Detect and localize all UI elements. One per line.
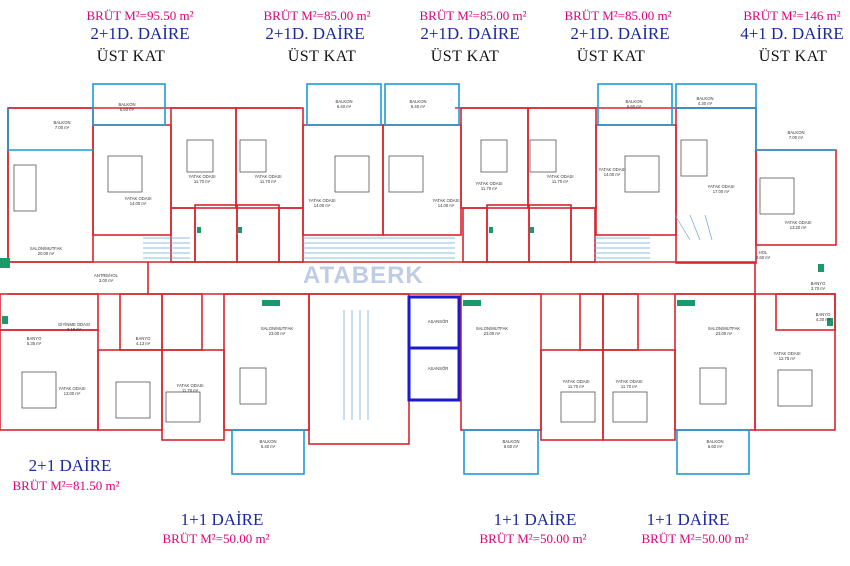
unit-1-area: BRÜT M²=95.50 m² (86, 8, 194, 23)
unit-4-area: BRÜT M²=85.00 m² (564, 8, 672, 23)
room-label-banyo: BANYO 3.70 m² (810, 281, 826, 292)
bottom-unit-2-area: BRÜT M²=50.00 m² (479, 531, 587, 546)
unit-2-floor: ÜST KAT (287, 48, 357, 65)
furniture (13, 139, 813, 423)
room-label-giyinme: GİYİNME ODASI 3.10 m² (58, 322, 90, 333)
room-label-balkon: BALKON 6.40 m² (259, 439, 277, 450)
room-label-yatak: YATAK ODASI 13.00 m² (58, 386, 86, 397)
room-label-salon: SALON/MUTFAK 20.00 m² (29, 246, 63, 257)
unit-1-type: 2+1D. DAİRE (90, 24, 190, 43)
room-label-hol: HOL 3.60 m² (755, 250, 771, 261)
room-label-yatak: YATAK ODASI 11.70 m² (254, 174, 282, 185)
room-label-yatak: YATAK ODASI 11.70 m² (562, 379, 590, 390)
unit-4-type: 2+1D. DAİRE (570, 24, 670, 43)
unit-1-floor: ÜST KAT (96, 48, 166, 65)
room-label-yatak: YATAK ODASI 13.20 m² (784, 220, 812, 231)
room-label-yatak: YATAK ODASI 11.70 m² (188, 174, 216, 185)
balcony-outlines (7, 83, 836, 475)
room-label-balkon: BALKON 6.60 m² (625, 99, 643, 110)
room-label-yatak: YATAK ODASI 12.75 m² (773, 351, 801, 362)
unit-4-floor: ÜST KAT (576, 48, 646, 65)
left-unit-type: 2+1 DAİRE (28, 456, 112, 475)
room-label-balkon: BALKON 6.40 m² (409, 99, 427, 110)
room-label-banyo: BANYO 4.30 m² (815, 312, 831, 323)
room-label-salon: SALON/MUTFAK 23.00 m² (260, 326, 294, 337)
room-label-yatak: YATAK ODASI 11.70 m² (546, 174, 574, 185)
room-label-balkon: BALKON 6.60 m² (706, 439, 724, 450)
left-unit-area: BRÜT M²=81.50 m² (12, 478, 120, 493)
bathroom-fixtures (0, 227, 833, 326)
room-label-balkon: BALKON 6.60 m² (502, 439, 520, 450)
unit-5-floor: ÜST KAT (758, 48, 828, 65)
unit-3-floor: ÜST KAT (430, 48, 500, 65)
room-label-yatak: YATAK ODASI 14.00 m² (308, 198, 336, 209)
unit-2-type: 2+1D. DAİRE (265, 24, 365, 43)
bottom-unit-3-type: 1+1 DAİRE (646, 510, 730, 529)
room-label-balkon: BALKON 7.00 m² (53, 120, 71, 131)
unit-3-area: BRÜT M²=85.00 m² (419, 8, 527, 23)
watermark: ATABERK (303, 262, 424, 289)
room-label-balkon: BALKON 4.30 m² (696, 96, 714, 107)
bottom-unit-3-area: BRÜT M²=50.00 m² (641, 531, 749, 546)
bottom-unit-2-type: 1+1 DAİRE (493, 510, 577, 529)
room-label-balkon: BALKON 7.00 m² (787, 130, 805, 141)
room-label-salon: SALON/MUTFAK 23.00 m² (475, 326, 509, 337)
unit-5-area: BRÜT M²=146 m² (743, 8, 841, 23)
room-label-asansor: ASANSÖR (427, 319, 449, 324)
room-label-antre: ANTRE/HOL 3.00 m² (94, 273, 118, 284)
elevator-shaft (407, 295, 461, 402)
room-label-yatak: YATAK ODASI 14.00 m² (124, 196, 152, 207)
room-label-balkon: BALKON 6.60 m² (118, 102, 136, 113)
unit-5-type: 4+1 D. DAİRE (740, 24, 844, 43)
room-label-yatak: YATAK ODASI 17.00 m² (707, 184, 735, 195)
room-label-salon: SALON/MUTFAK 23.00 m² (707, 326, 741, 337)
room-label-yatak: YATAK ODASI 11.70 m² (475, 181, 503, 192)
unit-3-type: 2+1D. DAİRE (420, 24, 520, 43)
stairs (143, 214, 713, 420)
room-label-yatak: YATAK ODASI 14.00 m² (432, 198, 460, 209)
lower-unit-walls (0, 293, 836, 445)
room-label-yatak: YATAK ODASI 11.70 m² (176, 383, 204, 394)
room-label-banyo: BANYO 4.13 m² (135, 336, 151, 347)
bottom-unit-1-type: 1+1 DAİRE (180, 510, 264, 529)
room-label-yatak: YATAK ODASI 11.70 m² (615, 379, 643, 390)
bottom-unit-1-area: BRÜT M²=50.00 m² (162, 531, 270, 546)
room-label-asansor: ASANSÖR (427, 366, 449, 371)
unit-2-area: BRÜT M²=85.00 m² (263, 8, 371, 23)
room-label-yatak: YATAK ODASI 14.00 m² (598, 167, 626, 178)
room-label-banyo: BANYO 5.35 m² (26, 336, 42, 347)
room-label-balkon: BALKON 6.40 m² (335, 99, 353, 110)
